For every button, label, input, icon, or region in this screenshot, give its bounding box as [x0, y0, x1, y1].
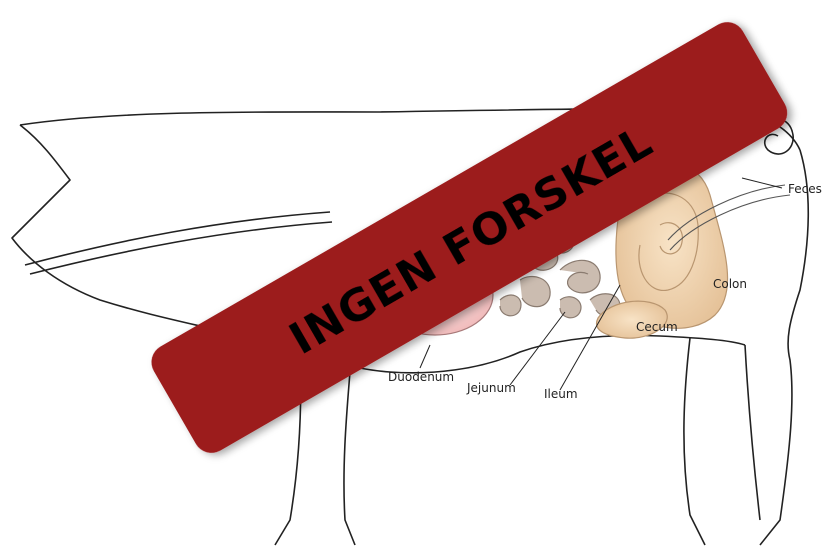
duodenum-label: Duodenum: [388, 370, 454, 384]
jejunum-label: Jejunum: [466, 381, 516, 395]
colon-label: Colon: [713, 277, 747, 291]
ileum-label: Ileum: [544, 387, 578, 401]
cecum-label: Cecum: [636, 320, 678, 334]
feces-label: Feces: [788, 182, 822, 196]
